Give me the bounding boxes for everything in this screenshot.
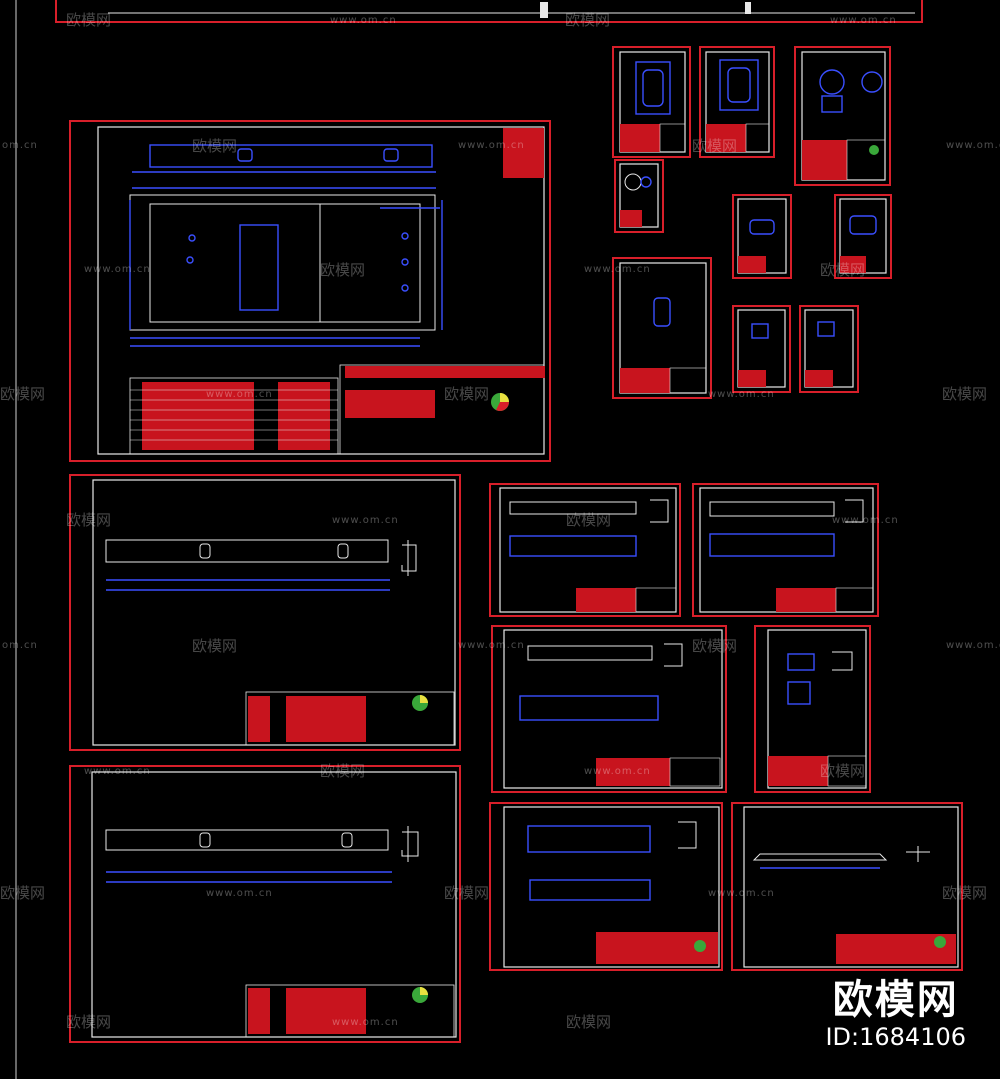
detail-sheet-4: [614, 159, 664, 233]
watermark-layer: 欧模网 www.om.cn 欧模网 www.om.cn om.cn 欧模网 ww…: [0, 11, 1000, 1031]
detail-sheet-3: [794, 46, 891, 186]
watermark-brand: 欧模网: [565, 11, 610, 29]
watermark-brand: 欧模网: [320, 261, 365, 279]
sheet-main-assembly: [69, 120, 551, 462]
sheet-rail-2: [692, 483, 879, 617]
watermark-brand: 欧模网: [566, 1013, 611, 1031]
watermark-url: www.om.cn: [206, 389, 273, 400]
top-strip-sheet: [55, 0, 923, 23]
sheet-rail-5: [731, 802, 963, 971]
watermark-url: om.cn: [2, 640, 38, 651]
sheet-detail-10: [754, 625, 871, 793]
detail-sheet-2: [699, 46, 775, 158]
watermark-brand: 欧模网: [820, 261, 865, 279]
watermark-url: www.om.cn: [832, 515, 899, 526]
watermark-brand: 欧模网: [66, 511, 111, 529]
brand-watermark: 欧模网 ID:1684106: [825, 978, 966, 1052]
watermark-brand: 欧模网: [566, 511, 611, 529]
watermark-url: www.om.cn: [830, 15, 897, 26]
watermark-url: www.om.cn: [584, 264, 651, 275]
watermark-url: www.om.cn: [946, 640, 1000, 651]
detail-sheet-9: [799, 305, 859, 393]
watermark-url: www.om.cn: [330, 15, 397, 26]
brand-id: ID:1684106: [825, 1023, 966, 1051]
watermark-url: www.om.cn: [708, 389, 775, 400]
detail-sheet-6: [834, 194, 892, 279]
watermark-brand: 欧模网: [192, 137, 237, 155]
watermark-brand: 欧模网: [66, 1013, 111, 1031]
watermark-brand: 欧模网: [820, 762, 865, 780]
watermark-url: www.om.cn: [84, 264, 151, 275]
watermark-brand: 欧模网: [0, 884, 45, 902]
watermark-url: www.om.cn: [708, 888, 775, 899]
watermark-brand: 欧模网: [942, 884, 987, 902]
watermark-brand: 欧模网: [692, 137, 737, 155]
detail-sheet-7: [612, 257, 712, 399]
watermark-url: www.om.cn: [458, 140, 525, 151]
watermark-brand: 欧模网: [692, 637, 737, 655]
watermark-url: www.om.cn: [458, 640, 525, 651]
watermark-brand: 欧模网: [0, 385, 45, 403]
watermark-brand: 欧模网: [192, 637, 237, 655]
watermark-brand: 欧模网: [444, 385, 489, 403]
watermark-url: www.om.cn: [584, 766, 651, 777]
watermark-brand: 欧模网: [444, 884, 489, 902]
watermark-brand: 欧模网: [320, 762, 365, 780]
watermark-url: www.om.cn: [946, 140, 1000, 151]
watermark-url: om.cn: [2, 140, 38, 151]
watermark-brand: 欧模网: [942, 385, 987, 403]
detail-sheet-1: [612, 46, 691, 158]
sheet-rail-4: [489, 802, 723, 971]
watermark-url: www.om.cn: [206, 888, 273, 899]
detail-sheet-8: [732, 305, 791, 393]
detail-sheet-5: [732, 194, 792, 279]
watermark-brand: 欧模网: [66, 11, 111, 29]
watermark-url: www.om.cn: [84, 766, 151, 777]
sheet-beam-1: [69, 474, 461, 751]
sheet-rail-3: [491, 625, 727, 793]
sheet-beam-2: [69, 765, 461, 1043]
watermark-url: www.om.cn: [332, 515, 399, 526]
watermark-url: www.om.cn: [332, 1017, 399, 1028]
sheet-rail-1: [489, 483, 681, 617]
brand-logo: 欧模网: [832, 977, 959, 1023]
